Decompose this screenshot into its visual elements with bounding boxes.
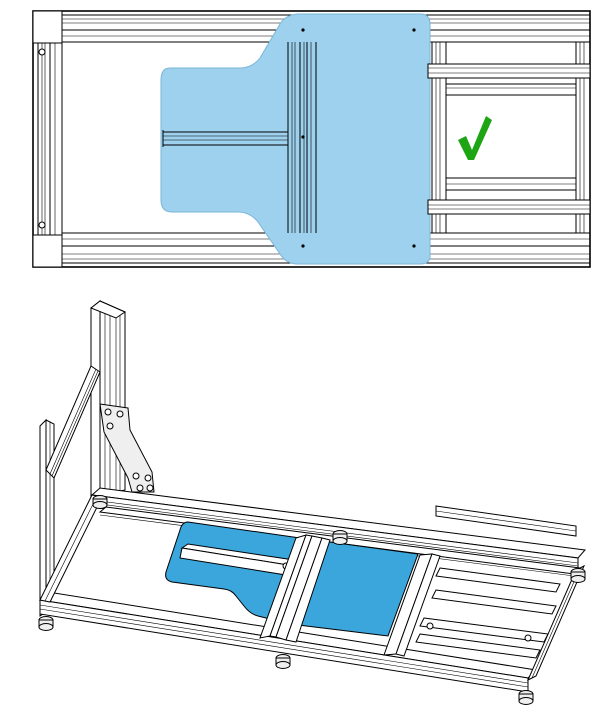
frame-feet <box>38 495 586 705</box>
rail-top <box>62 14 590 43</box>
foot-rear-right <box>570 568 586 583</box>
center-cross-beam-right <box>306 42 317 233</box>
right-cross-beam-iso <box>383 553 441 657</box>
center-cross-beam-iso <box>259 534 331 643</box>
rail-fastener-dots <box>301 28 416 248</box>
foot-front-right <box>518 690 534 705</box>
pedal-deck-rails-iso <box>415 505 577 659</box>
foot-rear-left <box>92 495 108 509</box>
foot-front-left <box>38 616 54 631</box>
seat-plate-top-view <box>160 13 431 265</box>
corner-gusset-bracket <box>99 403 155 493</box>
pedal-rail-lower <box>427 177 591 215</box>
check-mark-icon <box>458 116 492 160</box>
foot-center-front <box>275 654 291 669</box>
pedal-rail-upper <box>427 63 591 96</box>
top-view-drawing <box>32 10 591 268</box>
isometric-view-drawing <box>38 299 586 705</box>
left-end-beam <box>32 10 63 268</box>
rear-upright-post <box>90 299 127 501</box>
right-end-beam-iso <box>526 564 586 682</box>
foot-center-back <box>332 530 348 545</box>
upper-side-rail <box>45 365 101 479</box>
